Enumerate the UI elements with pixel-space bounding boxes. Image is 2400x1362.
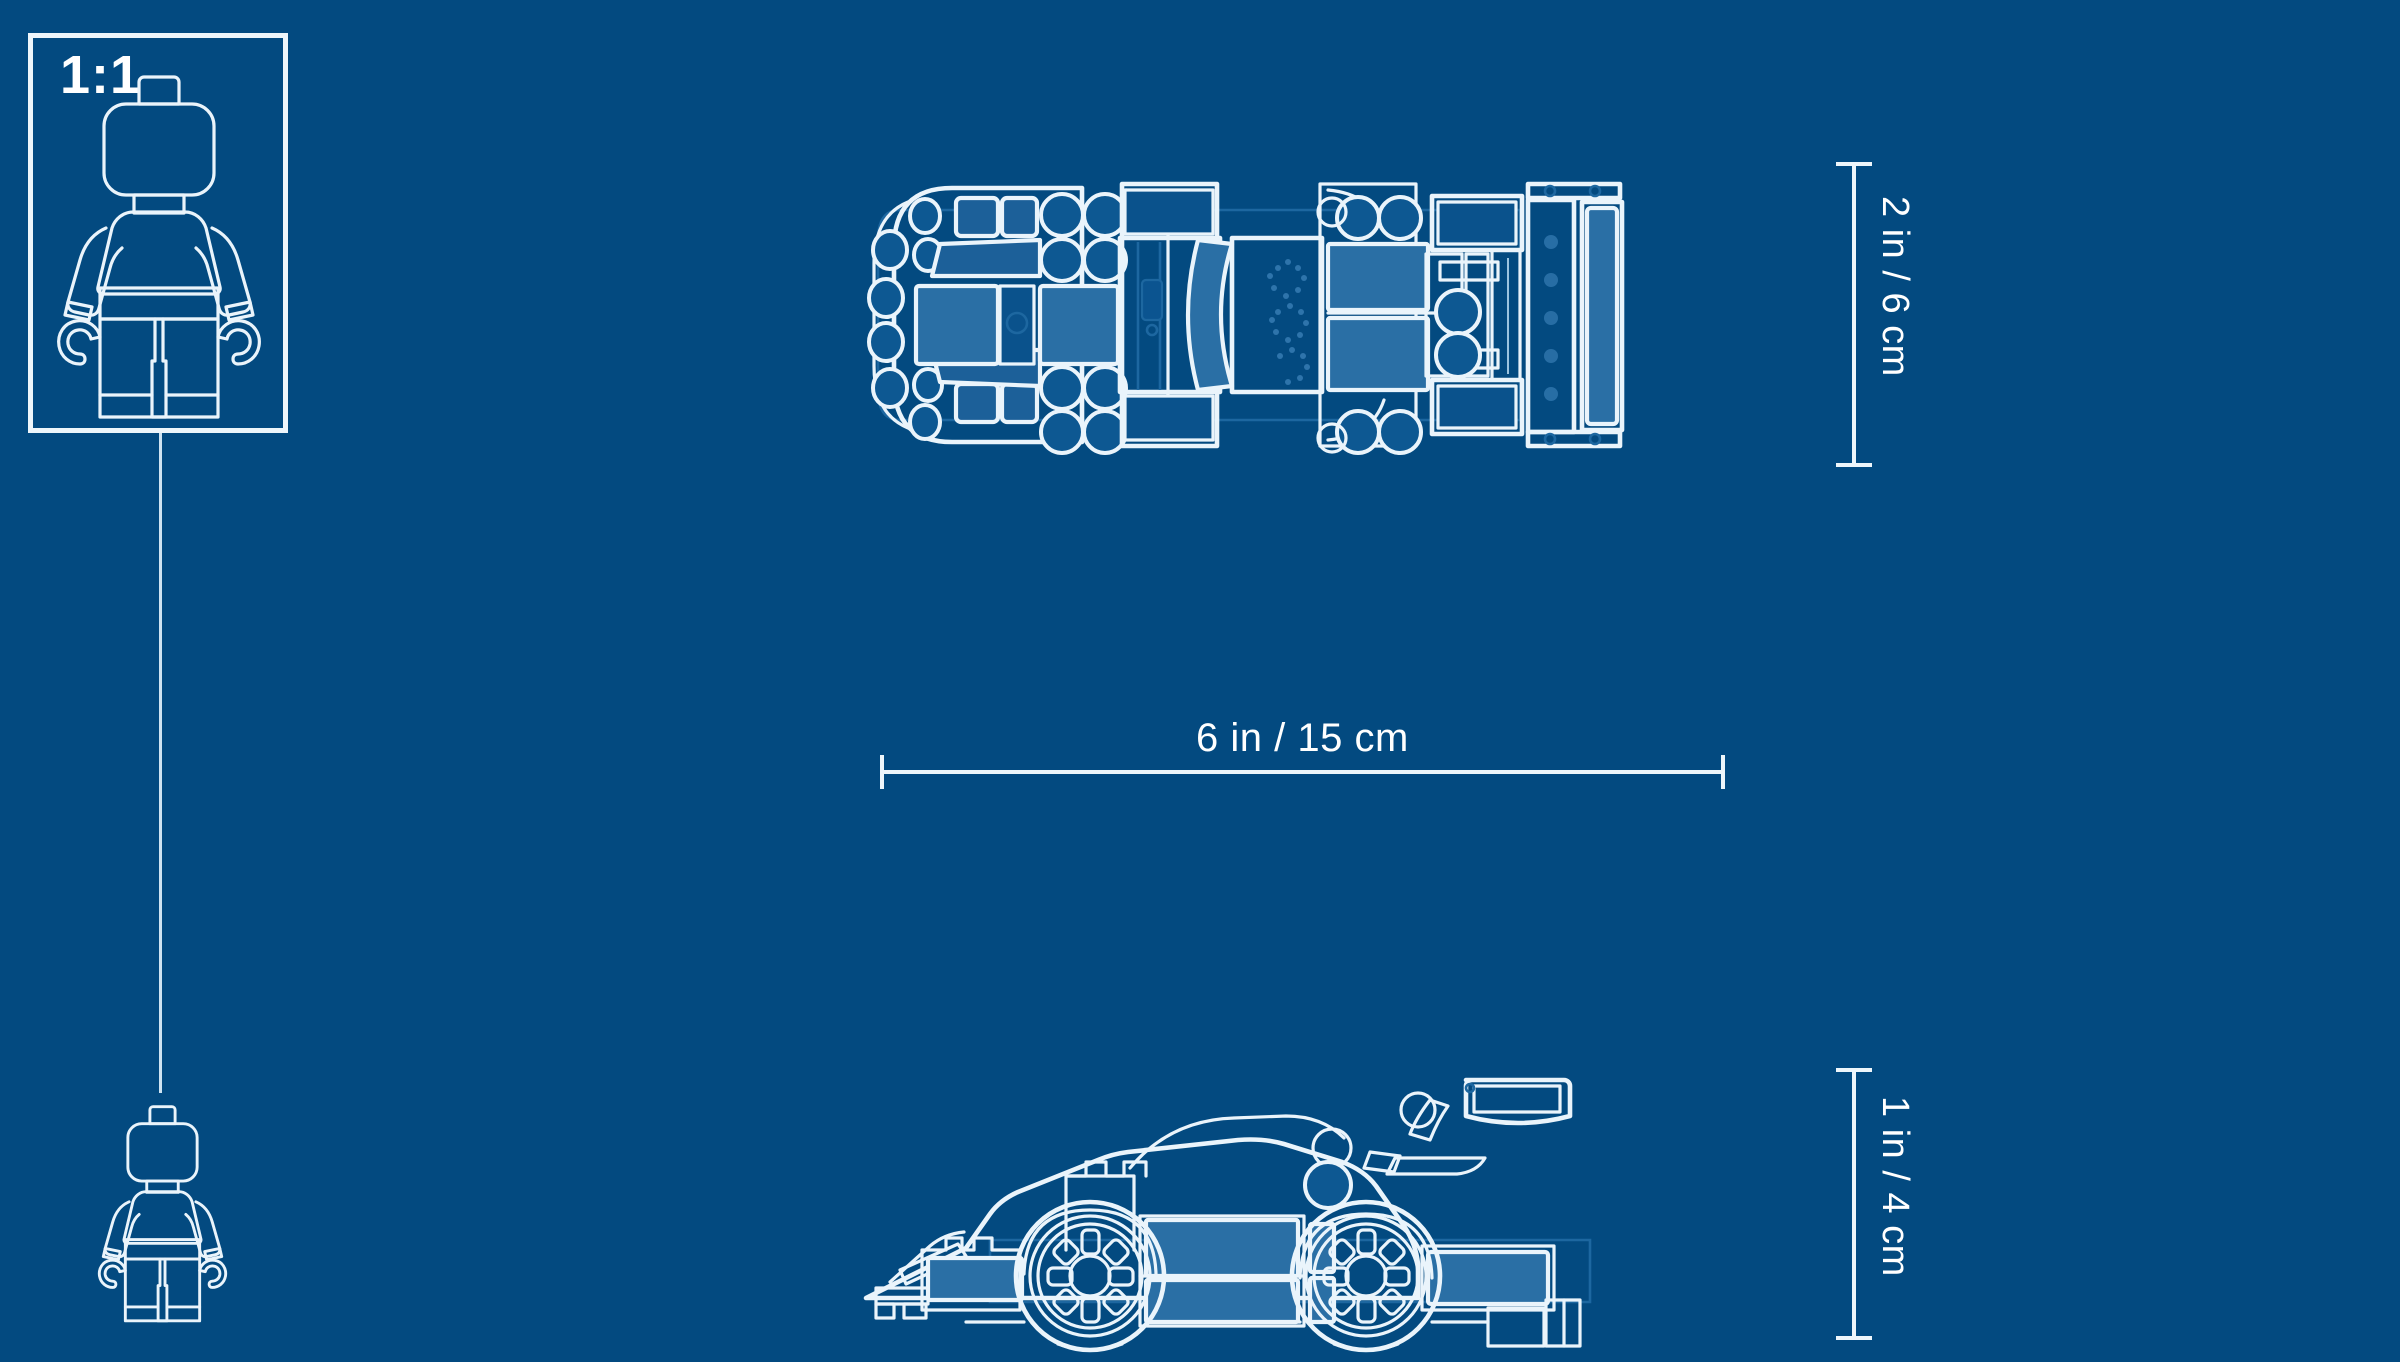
car-side-view bbox=[863, 1070, 1710, 1353]
minifigure-model-scale bbox=[80, 1090, 245, 1335]
dim-cap-side-2 bbox=[1836, 1336, 1872, 1340]
dimension-label-top-height: 2 in / 6 cm bbox=[1874, 196, 1916, 377]
rear-wheel bbox=[1289, 1199, 1443, 1353]
dimension-line-length bbox=[880, 770, 1725, 774]
minifigure-full-scale bbox=[28, 55, 290, 435]
nose-lego-studs bbox=[1039, 192, 1128, 455]
dim-cap-len-2 bbox=[1721, 755, 1725, 789]
spoiler-marks bbox=[1544, 235, 1558, 401]
roof-texture-dots bbox=[1267, 259, 1310, 385]
scale-ratio-label: 1:1 bbox=[60, 45, 142, 105]
dimension-line-side-height bbox=[1852, 1068, 1856, 1340]
dimension-label-side-height: 1 in / 4 cm bbox=[1874, 1096, 1916, 1277]
dim-cap-top-1 bbox=[1836, 162, 1872, 166]
dim-cap-side-1 bbox=[1836, 1068, 1872, 1072]
dim-cap-len-1 bbox=[880, 755, 884, 789]
scale-leader-line bbox=[159, 433, 162, 1093]
dimension-label-length: 6 in / 15 cm bbox=[1196, 716, 1409, 760]
rear-lego-studs bbox=[1335, 195, 1423, 455]
dim-cap-top-2 bbox=[1836, 463, 1872, 467]
dimension-line-top-height bbox=[1852, 162, 1856, 467]
front-wheel bbox=[1013, 1199, 1167, 1353]
car-top-view bbox=[860, 150, 1730, 480]
scale-reference-box bbox=[28, 33, 288, 433]
